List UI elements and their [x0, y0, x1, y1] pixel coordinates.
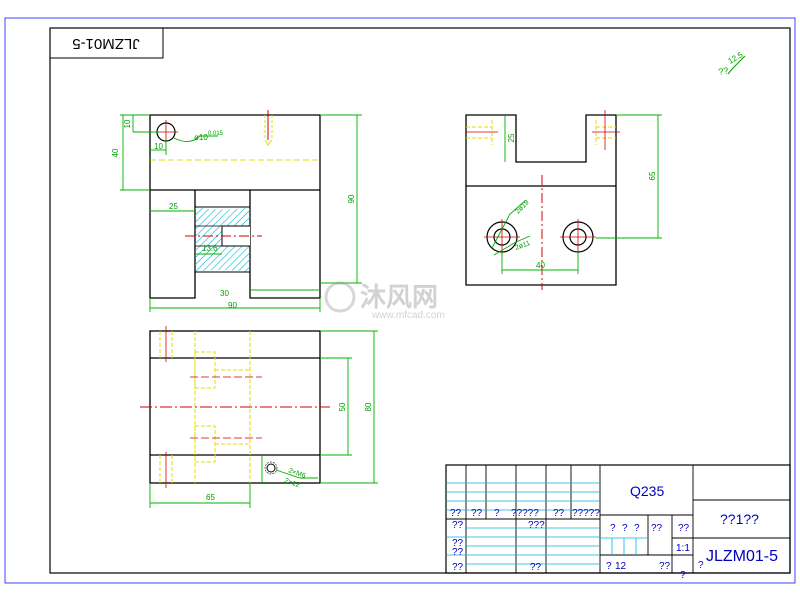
dim-side-40: 40 — [536, 261, 545, 270]
material: Q235 — [630, 483, 664, 499]
front-view: 10 40 10 ø10 0.015 25 13.6 30 90 90 — [111, 110, 362, 312]
tb-part-name: ??1?? — [720, 511, 759, 527]
tb-scale-head-5: ?? — [678, 523, 690, 534]
tb-r1-c2: ?? — [471, 508, 483, 519]
drawing-code-flipped: JLZM01-5 — [72, 35, 140, 52]
tb-r1-c1: ?? — [450, 508, 462, 519]
tb-scale-head-2: ? — [622, 523, 628, 534]
tb-scale-head-1: ? — [610, 523, 616, 534]
tb-r1-c5: ?? — [553, 508, 565, 519]
tb-left-2: ?? — [452, 538, 464, 549]
dim-front-hole: ø10 — [194, 133, 208, 142]
tb-drawing-code: JLZM01-5 — [706, 548, 778, 565]
dim-side-2x11: 2ø11 — [514, 240, 531, 252]
tb-scale-head-4: ?? — [651, 523, 663, 534]
tb-left-3: ?? — [452, 547, 464, 558]
side-view: 25 65 2ø19 2ø11 40 — [465, 110, 662, 290]
dim-top-80: 80 — [364, 402, 373, 411]
watermark-brand: 沐风网 — [360, 283, 438, 313]
dim-front-40: 40 — [111, 148, 120, 157]
inner-border — [49, 27, 791, 574]
dim-top-50: 50 — [338, 402, 347, 411]
tb-sheet-left: ? — [606, 561, 612, 572]
dim-front-90-width: 90 — [228, 301, 237, 310]
dim-front-tolerance: 0.015 — [208, 131, 224, 137]
dim-front-25: 25 — [169, 202, 178, 211]
dim-front-30: 30 — [220, 289, 229, 298]
dim-front-90-height: 90 — [347, 194, 356, 203]
roughness-value: 12.5 — [727, 50, 745, 66]
tb-left-1: ?? — [452, 520, 464, 531]
dim-side-25: 25 — [507, 133, 516, 142]
tb-sheet-end: ? — [680, 570, 686, 581]
tb-r1-c3: ? — [494, 508, 500, 519]
tb-sheet-right: ?? — [659, 561, 671, 572]
tb-r1-c6: ????? — [572, 508, 600, 519]
dim-side-65: 65 — [648, 171, 657, 180]
outer-border — [4, 17, 796, 584]
tb-scale-head-3: ? — [634, 523, 640, 534]
tb-scale: 1:1 — [676, 543, 690, 554]
tb-bottom-mid: ?? — [530, 562, 542, 573]
tb-r1-c4: ????? — [511, 508, 539, 519]
title-block: Q235 ?? ?? ? ????? ?? ????? ??? ?? ?? ??… — [445, 464, 791, 581]
tb-col-label: ??? — [528, 520, 545, 531]
tb-sheet-mid: 12 — [615, 561, 627, 572]
watermark-logo-icon — [324, 281, 356, 313]
dim-top-65: 65 — [206, 493, 215, 502]
tb-code-prefix: ? — [698, 560, 704, 571]
top-view: 50 80 65 2×M6 2×12 — [140, 326, 378, 508]
dim-front-10a: 10 — [123, 119, 132, 128]
tb-left-4: ?? — [452, 562, 464, 573]
dim-top-2x12: 2×12 — [283, 477, 300, 489]
code-box-flipped: JLZM01-5 — [49, 27, 164, 59]
dim-front-10b: 10 — [154, 142, 163, 151]
dim-side-2x19: 2ø19 — [514, 199, 530, 215]
watermark: 沐风网 www.mfcad.com — [324, 281, 445, 321]
dim-front-13-6: 13.6 — [202, 244, 218, 253]
roughness-symbol: ?? 12.5 — [718, 50, 746, 77]
watermark-url: www.mfcad.com — [371, 310, 445, 321]
roughness-prefix: ?? — [718, 65, 730, 77]
